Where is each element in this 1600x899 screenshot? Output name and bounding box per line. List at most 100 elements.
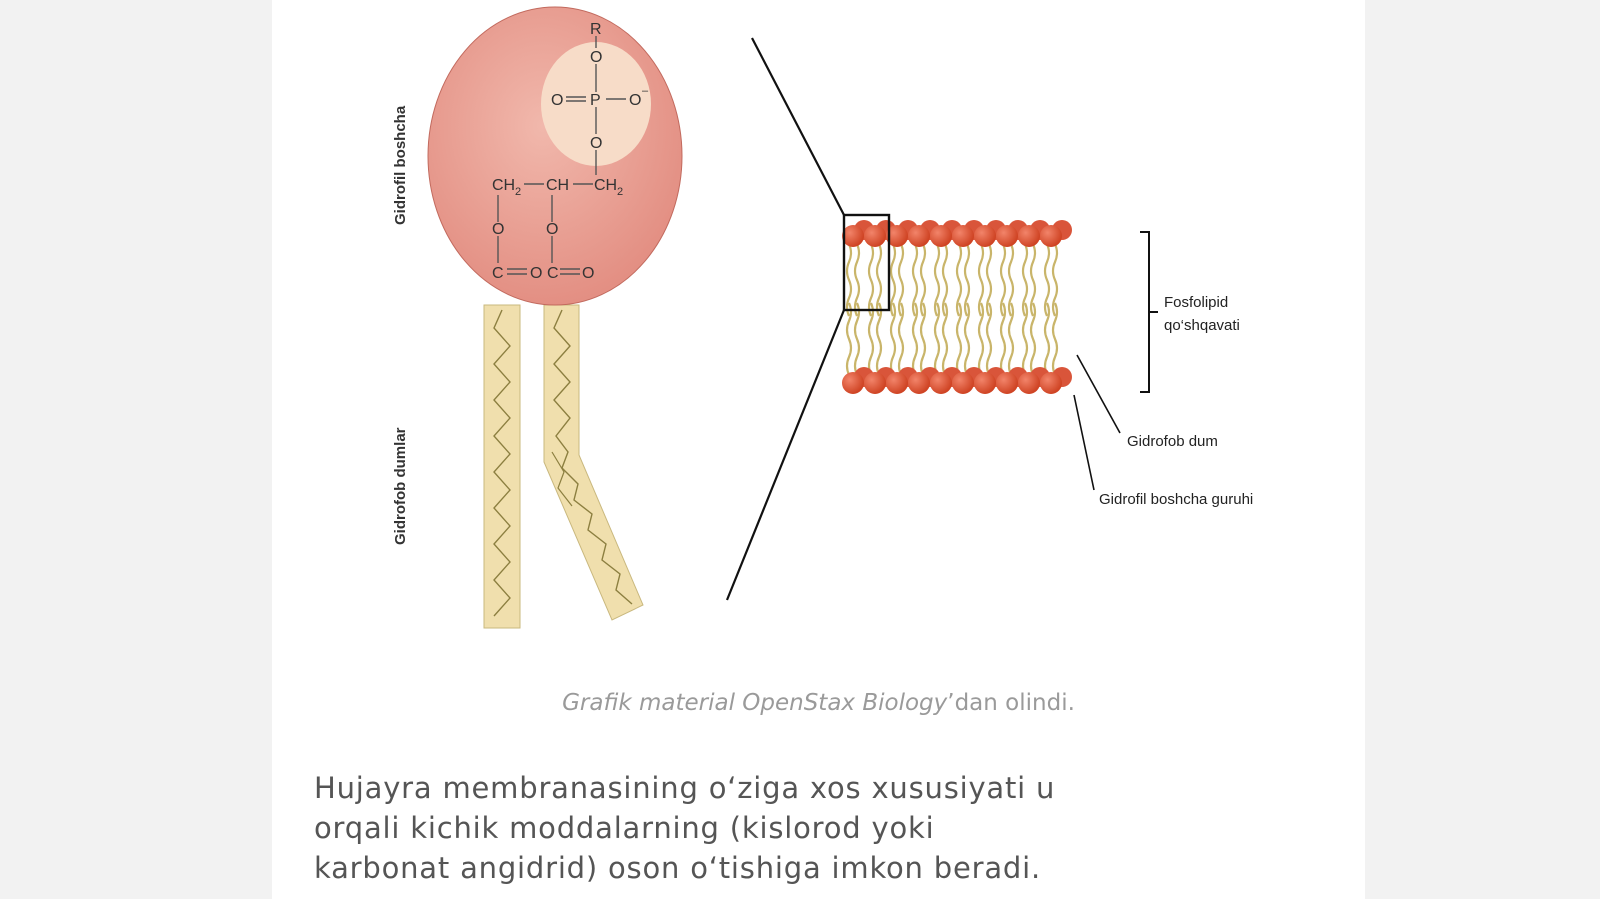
label-hydrophilic-head: Gidrofil boshcha [392,105,409,225]
bilayer-tail-bottom [1043,302,1051,376]
phospholipid-bilayer [842,220,1072,394]
bilayer-head-top [996,225,1018,247]
label-hydrophilic-head-group: Gidrofil boshcha guruhi [1099,491,1253,508]
atom-o6: O [582,265,594,282]
bilayer-head-bottom [1040,372,1062,394]
atom-o2: O [590,135,602,152]
bilayer-tail-top [889,243,897,317]
bilayer-tail-top [911,243,919,317]
atom-ch2-right-sub: 2 [617,186,623,198]
paragraph-line-1: Hujayra membranasining o‘ziga xos xususi… [314,771,1056,805]
bilayer-tail-bottom [875,302,883,376]
tail-bent-chain-2 [551,451,573,507]
bilayer-tail-top [1007,243,1015,317]
atom-ch: CH [546,177,569,194]
atom-ch2-right: CH [594,177,617,194]
bilayer-bracket [1140,231,1150,393]
atom-r: R [590,21,602,38]
bilayer-tail-top [977,243,985,317]
bilayer-tail-top [867,243,875,317]
bilayer-tail-top [933,243,941,317]
head-ellipse [427,6,683,306]
caption-suffix: ’dan olindi. [947,690,1075,716]
bilayer-tail-top [853,243,861,317]
bilayer-tail-top [1029,243,1037,317]
bilayer-tail-top [875,243,883,317]
atom-o5: O [530,265,542,282]
bilayer-tail-bottom [897,302,905,376]
bilayer-tail-top [999,243,1007,317]
bilayer-tail-bottom [1051,302,1059,376]
atom-o-left: O [551,92,563,109]
bilayer-tail-bottom [1029,302,1037,376]
bilayer-tail-bottom [999,302,1007,376]
bilayer-tail-top [955,243,963,317]
bilayer-heads [842,220,1072,394]
bilayer-head-top [930,225,952,247]
bilayer-tail-top [919,243,927,317]
bilayer-tail-top [1043,243,1051,317]
bilayer-tail-top [1021,243,1029,317]
bilayer-tail-bottom [955,302,963,376]
atom-ch2-left-sub: 2 [515,186,521,198]
phospholipid-diagram-svg: R O O P O – O CH 2 CH CH 2 O O C O C [392,6,1253,629]
hydrophilic-head: R O O P O – O CH 2 CH CH 2 O O C O C [427,6,683,306]
bilayer-head-bottom [974,372,996,394]
bilayer-tail-top [941,243,949,317]
paragraph-line-3: karbonat angidrid) oson o‘tishiga imkon … [314,851,1041,885]
bilayer-head-top [974,225,996,247]
zoom-box [842,213,891,312]
zoom-lines [725,37,846,601]
bilayer-tail-bottom [853,302,861,376]
tail-straight-chain [493,309,511,617]
atom-o-neg: O [629,92,641,109]
body-paragraph: Hujayra membranasining o‘ziga xos xususi… [314,768,1324,888]
atom-o1: O [590,49,602,66]
bilayer-tail-bottom [919,302,927,376]
atom-ch2-left: CH [492,177,515,194]
label-hydrophobic-tails: Gidrofob dumlar [392,427,409,545]
atom-o-neg-charge: – [642,85,649,97]
bilayer-tail-bottom [845,302,853,376]
bilayer-tail-top [897,243,905,317]
caption-source: Grafik material OpenStax Biology [562,690,948,716]
bilayer-tails [845,243,1059,376]
bilayer-head-bottom [864,372,886,394]
bilayer-tail-bottom [889,302,897,376]
bilayer-tail-top [985,243,993,317]
bilayer-head-top [952,225,974,247]
bilayer-tail-bottom [1007,302,1015,376]
content-page: R O O P O – O CH 2 CH CH 2 O O C O C [272,0,1365,899]
bilayer-tail-bottom [867,302,875,376]
bilayer-tail-bottom [933,302,941,376]
phosphate-region [541,42,651,166]
bilayer-head-bottom [952,372,974,394]
bilayer-head-bottom [996,372,1018,394]
bilayer-tail-bottom [1021,302,1029,376]
bilayer-head-top [908,225,930,247]
bilayer-tail-bottom [911,302,919,376]
bilayer-tail-bottom [941,302,949,376]
bilayer-head-bottom [842,372,864,394]
atom-o3: O [492,221,504,238]
label-bilayer-line1: Fosfolipid [1164,294,1228,311]
figure-caption: Grafik material OpenStax Biology’dan oli… [272,690,1365,716]
atom-o4: O [546,221,558,238]
bilayer-head-bottom [1018,372,1040,394]
bilayer-head-bottom [930,372,952,394]
bilayer-head-top [1018,225,1040,247]
bilayer-head-bottom [908,372,930,394]
tail-straight [483,304,521,629]
bilayer-head-top [1040,225,1062,247]
phospholipid-figure: R O O P O – O CH 2 CH CH 2 O O C O C [272,0,1365,670]
bilayer-tail-bottom [985,302,993,376]
bilayer-tail-bottom [977,302,985,376]
bilayer-head-top [886,225,908,247]
atom-c2: C [547,265,559,282]
bilayer-tail-top [845,243,853,317]
bilayer-head-bottom [886,372,908,394]
label-bilayer-line2: qo‘shqavati [1164,317,1240,334]
hydrophobic-tails [483,304,644,629]
bonds [497,36,626,275]
atom-p: P [590,92,601,109]
